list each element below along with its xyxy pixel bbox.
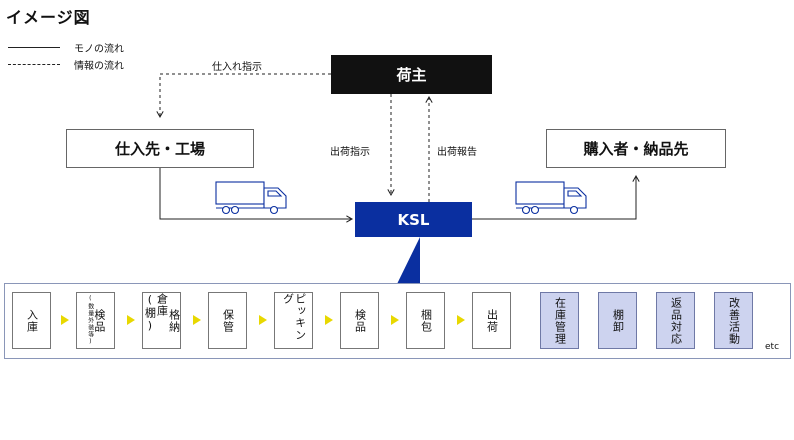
page-title: イメージ図 [6, 8, 91, 27]
process-step-inspection-2: 検品 [340, 292, 379, 349]
step-label: 倉庫(棚) [143, 293, 169, 333]
step-arrow-icon [259, 315, 267, 325]
process-step-keeping: 保管 [208, 292, 247, 349]
shipping-instruction-label: 出荷指示 [330, 147, 370, 158]
legend-info-label: 情報の流れ [74, 61, 124, 72]
step-arrow-icon [325, 315, 333, 325]
step-label: 梱包 [419, 308, 433, 333]
service-label: 棚卸 [611, 308, 625, 333]
supplier-box: 仕入先・工場 [66, 129, 254, 168]
service-improvement: 改善活動 [714, 292, 753, 349]
truck-icon [215, 181, 287, 215]
truck-icon [515, 181, 587, 215]
process-step-packing: 梱包 [406, 292, 445, 349]
process-step-storage: 倉庫(棚) 格納 [142, 292, 181, 349]
step-note: (数量外装等) [86, 295, 94, 346]
ksl-callout-triangle [397, 237, 420, 284]
shipper-box: 荷主 [331, 55, 492, 94]
step-arrow-icon [391, 315, 399, 325]
buyer-box: 購入者・納品先 [546, 129, 726, 168]
step-label: ピッキング [281, 293, 307, 341]
purchase-instruction-arrow [156, 73, 331, 119]
service-label: 在庫管理 [553, 296, 567, 345]
dashed-line-icon [8, 64, 60, 65]
ksl-to-buyer-arrow [472, 174, 640, 220]
service-label: 改善活動 [727, 296, 741, 345]
solid-line-icon [8, 47, 60, 48]
step-arrow-icon [61, 315, 69, 325]
service-inventory-management: 在庫管理 [540, 292, 579, 349]
step-label: 検品 [92, 308, 106, 333]
step-arrow-icon [193, 315, 201, 325]
process-step-receiving: 入庫 [12, 292, 51, 349]
purchase-instruction-label: 仕入れ指示 [212, 62, 262, 73]
legend-info: 情報の流れ [8, 57, 124, 72]
etc-label: etc [765, 342, 780, 352]
step-arrow-icon [457, 315, 465, 325]
service-returns: 返品対応 [656, 292, 695, 349]
service-stocktaking: 棚卸 [598, 292, 637, 349]
step-label: 格納 [167, 308, 181, 333]
process-step-shipping: 出荷 [472, 292, 511, 349]
ksl-box: KSL [355, 202, 472, 237]
service-label: 返品対応 [669, 296, 683, 345]
step-label: 保管 [221, 308, 235, 333]
step-label: 出荷 [485, 308, 499, 333]
step-arrow-icon [127, 315, 135, 325]
shipping-report-label: 出荷報告 [437, 147, 477, 158]
legend-goods: モノの流れ [8, 40, 124, 55]
legend-goods-label: モノの流れ [74, 44, 124, 55]
step-label: 入庫 [25, 308, 39, 333]
step-label: 検品 [353, 308, 367, 333]
supplier-to-ksl-arrow [159, 168, 354, 223]
process-step-picking: ピッキング [274, 292, 313, 349]
process-step-inspection: (数量外装等) 検品 [76, 292, 115, 349]
